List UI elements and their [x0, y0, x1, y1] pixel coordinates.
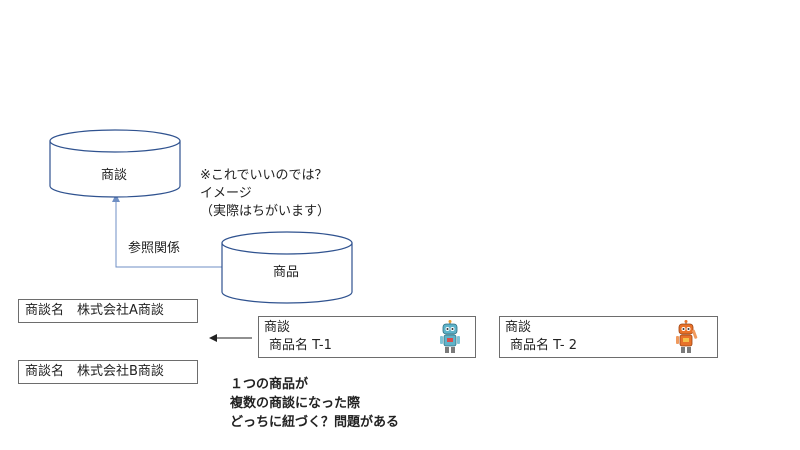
- deal-b-text: 商談名 株式会社B商談: [25, 364, 164, 379]
- robot-orange-icon: [676, 320, 698, 353]
- product-t2-name: 商品名 T- 2: [510, 338, 577, 353]
- deal-a-text: 商談名 株式会社A商談: [25, 303, 164, 318]
- product-t1-title: 商談: [264, 320, 291, 335]
- note-line-3: （実際はちがいます）: [200, 204, 331, 219]
- cylinder-deals-label: 商談: [101, 168, 128, 183]
- robot-blue-icon: [440, 320, 460, 353]
- note-line-2: イメージ: [200, 186, 252, 201]
- product-t2-title: 商談: [505, 320, 532, 335]
- reference-arrow: [112, 194, 222, 268]
- note-line-1: ※これでいいのでは？: [200, 168, 328, 183]
- deal-box-a: 商談名 株式会社A商談: [18, 299, 198, 323]
- problem-line-3: どっちに紐づく？問題がある: [230, 415, 400, 430]
- deal-box-b: 商談名 株式会社B商談: [18, 360, 198, 384]
- cylinder-products: [221, 231, 353, 304]
- problem-line-2: 複数の商談になった際: [230, 396, 361, 411]
- problem-line-1: １つの商品が: [230, 377, 309, 392]
- cylinder-products-label: 商品: [273, 265, 300, 280]
- cylinder-deals: [49, 129, 181, 198]
- product-t1-name: 商品名 T-1: [269, 338, 332, 353]
- product-box-t1: 商談 商品名 T-1: [258, 316, 476, 358]
- product-box-t2: 商談 商品名 T- 2: [499, 316, 718, 358]
- relation-label: 参照関係: [128, 241, 181, 256]
